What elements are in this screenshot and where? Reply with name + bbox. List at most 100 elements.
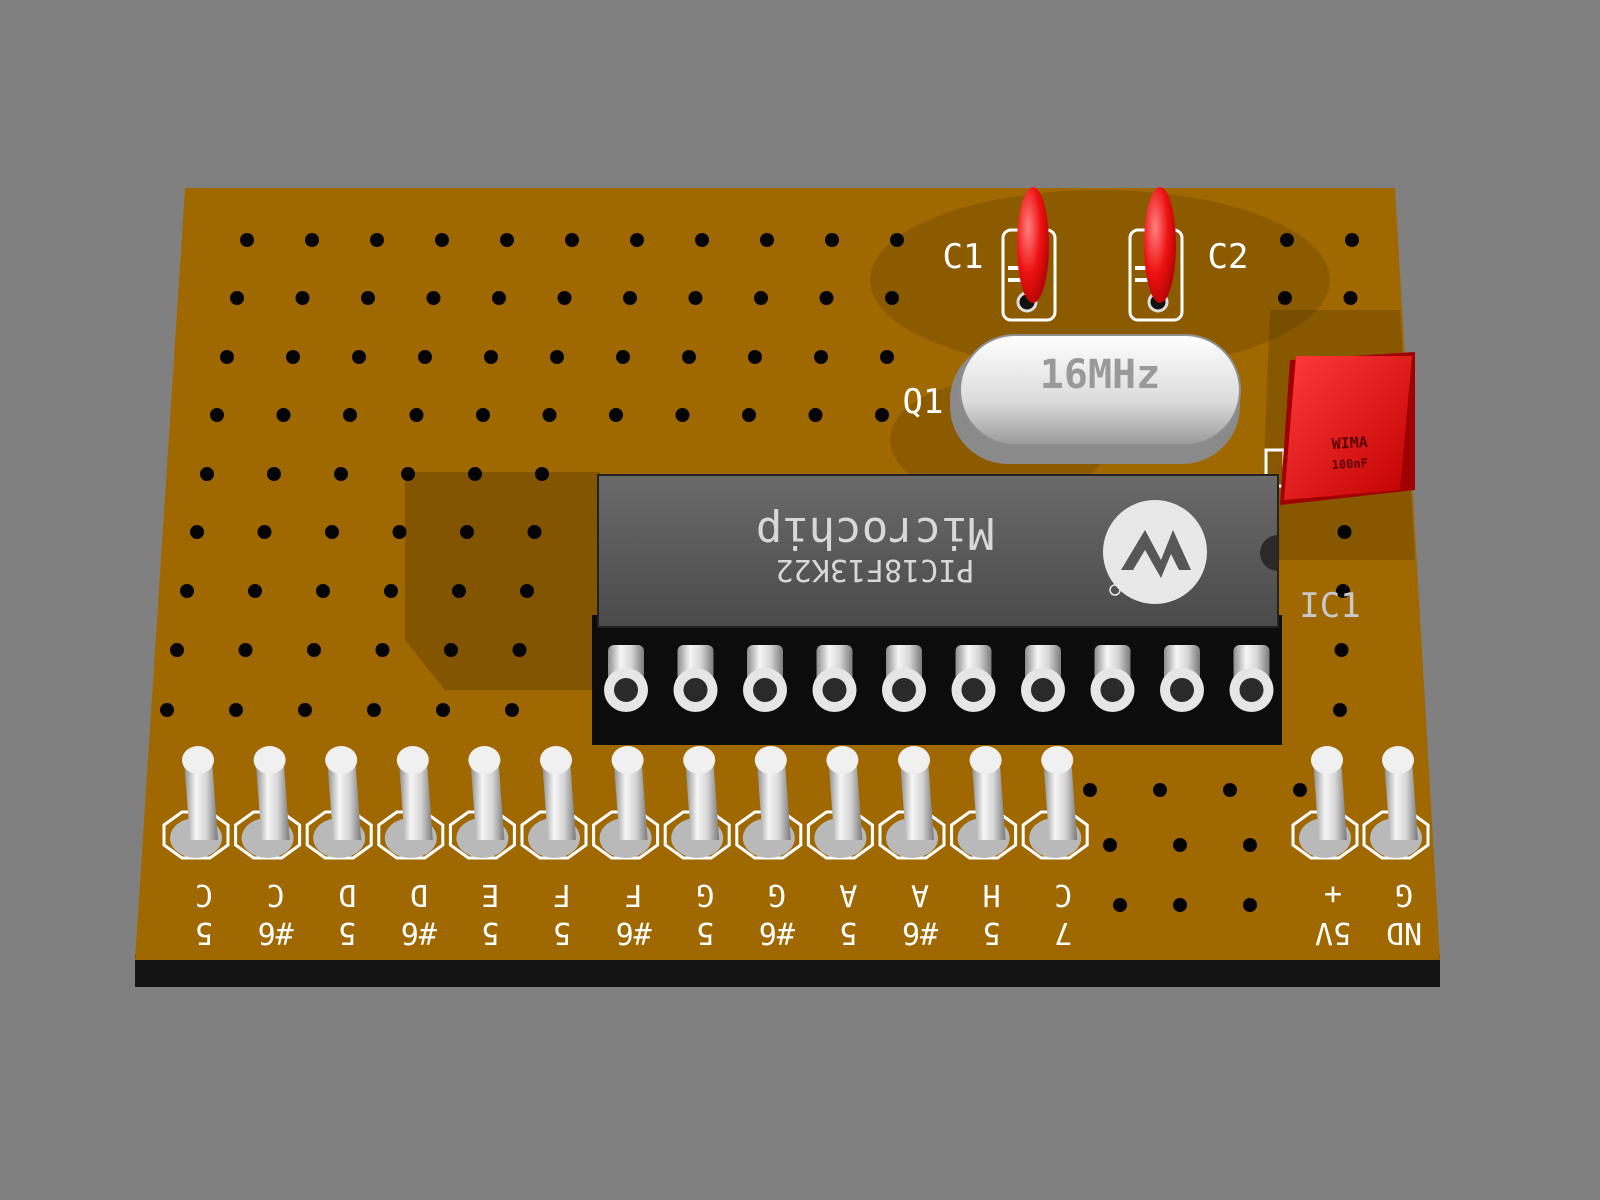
c1-label: C1 [943,237,984,277]
header-pin-letter: H [983,877,1001,912]
drill-hole [1293,783,1307,797]
drill-hole [609,408,623,422]
drill-hole [180,584,194,598]
drill-hole [808,408,823,422]
header-pin-label: E5 [481,877,499,950]
drill-hole [550,350,564,364]
drill-hole [748,350,762,364]
header-pin-suffix: #6 [401,915,437,950]
header-pin-letter: F [553,877,571,912]
drill-hole [325,525,339,539]
wima-brand: WIMA [1331,433,1368,453]
drill-hole [880,350,894,364]
drill-hole [1243,838,1257,852]
drill-hole [557,291,572,305]
drill-hole [436,703,450,717]
drill-hole [375,643,390,657]
drill-hole [682,350,696,364]
drill-hole [418,350,432,364]
drill-hole [334,467,348,481]
header-pin-letter: C [267,877,285,912]
drill-hole [527,525,542,539]
header-pin-letter: A [839,877,857,912]
ic1-manufacturer: Microchip [756,507,994,558]
drill-hole [1113,898,1127,912]
drill-hole [307,643,321,657]
header-pin-suffix: #6 [902,915,938,950]
drill-hole [760,233,774,247]
drill-hole [160,703,174,717]
drill-hole [1083,783,1097,797]
drill-hole [352,350,366,364]
drill-hole [688,291,703,305]
header-pin-tip [325,746,358,774]
header-pin [470,760,505,840]
header-pin [1313,760,1347,840]
drill-hole [401,467,415,481]
microchip-logo-icon [1103,500,1207,604]
header-pin-letter: + [1324,877,1342,912]
drill-hole [298,703,312,717]
header-pin-suffix: #6 [258,915,294,950]
drill-hole [170,643,184,657]
ic-pin-hole [822,678,847,702]
drill-hole [754,291,768,305]
drill-hole [295,291,310,305]
header-pin-suffix: 5 [983,915,1001,950]
drill-hole [742,408,756,422]
header-pin-label: C7 [1054,877,1072,950]
ic-pin-hole [614,678,638,702]
header-pin-letter: A [911,877,929,912]
crystal-q1: 16MHz Q1 [903,334,1241,464]
capacitor-c2: C2 [1128,187,1248,322]
header-pin-letter: G [768,877,786,912]
header-pin-letter: G [696,877,714,912]
header-pin-suffix: 5 [338,915,356,950]
drill-hole [267,467,281,481]
drill-hole [316,584,330,598]
drill-holes [160,233,1359,912]
header-pin-letter: G [1395,877,1413,912]
header-pin-letter: D [338,877,356,912]
drill-hole [695,233,709,247]
board-shadow [405,472,600,690]
drill-hole [1278,291,1292,305]
pcb-edge [135,955,1440,987]
drill-hole [512,643,527,657]
wima-capacitor: WIMA 100nF [1264,352,1415,505]
header-pin-tip [969,746,1002,774]
q1-label: Q1 [903,382,944,422]
ic-pin-hole [892,678,916,702]
capacitor-c1: C1 [943,187,1057,322]
header-pin-label: F#6 [616,877,652,950]
header-pin-suffix: 5 [195,915,213,950]
header-pin-label: C#6 [258,877,294,950]
drill-hole [1173,838,1187,852]
ic-pin-hole [1239,678,1264,702]
header-pin-letter: F [625,877,643,912]
drill-hole [535,467,549,481]
drill-hole [1153,783,1167,797]
header-pin-suffix: 5 [481,915,499,950]
header-pins [162,746,1430,860]
drill-hole [1337,525,1352,539]
drill-hole [630,233,644,247]
drill-hole [520,584,534,598]
drill-hole [675,408,690,422]
header-pin-suffix: 7 [1054,915,1072,950]
ic1-part-number: PIC18F13K22 [776,552,975,587]
header-pin-letter: C [1054,877,1072,912]
drill-hole [240,233,254,247]
header-pin-tip [396,746,429,774]
drill-hole [505,703,519,717]
header-pin-tip [1041,746,1074,774]
header-pin [1384,760,1418,840]
c2-body [1144,187,1176,303]
wima-body [1284,356,1412,500]
header-pin [828,760,863,840]
header-pin-label: +5V [1315,877,1351,950]
drill-hole [484,350,498,364]
header-pin-label: G#6 [759,877,795,950]
ic1-text-group: Microchip PIC18F13K22 [756,507,994,587]
